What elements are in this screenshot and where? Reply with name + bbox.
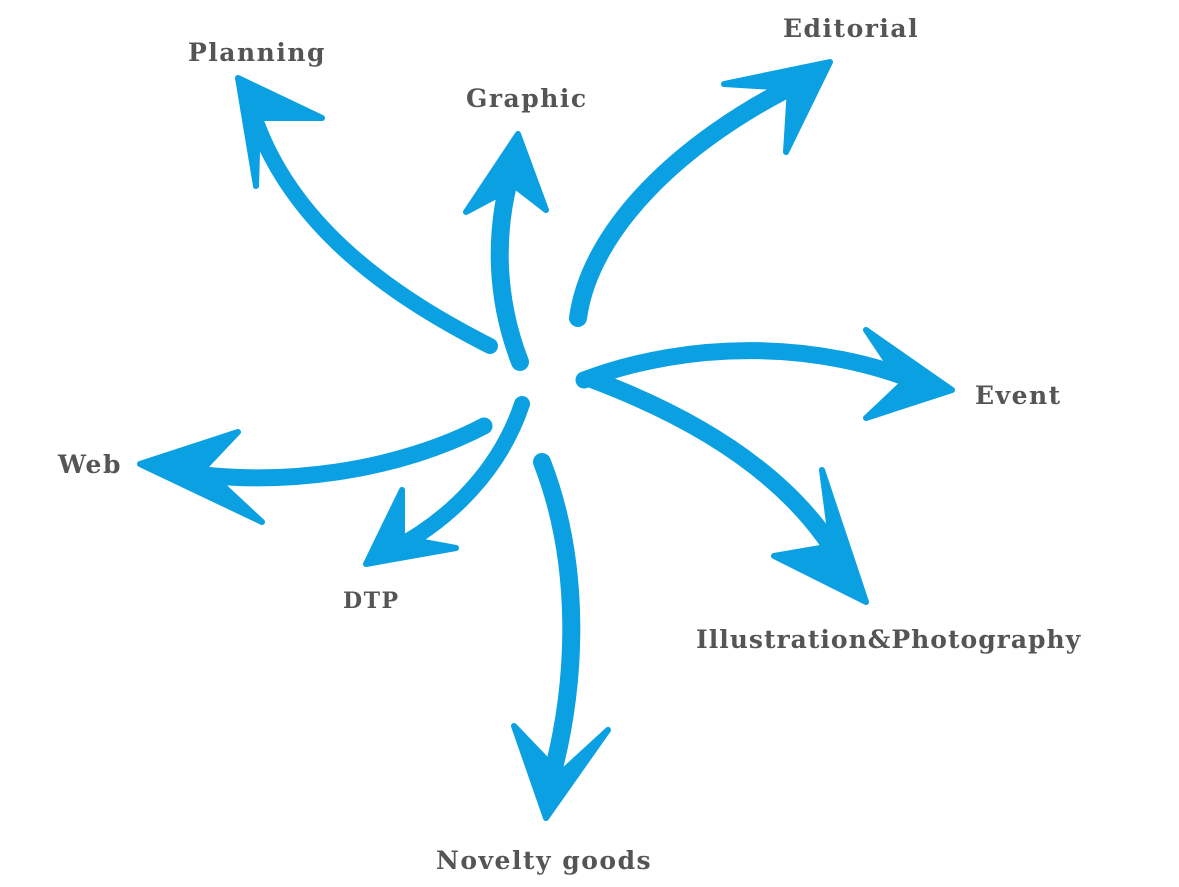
graphic-arrow-head [463,131,549,215]
label-event: Event [975,381,1062,410]
novelty-goods-arrow-shaft [533,453,581,799]
novelty-goods-arrow-head [511,723,611,821]
event-arrow [575,327,955,421]
label-novelty-goods: Novelty goods [436,846,653,875]
illustration-photography-arrow-head [771,467,869,605]
planning-arrow-shaft [244,102,498,354]
web-arrow-head [137,429,265,525]
label-editorial: Editorial [783,14,920,43]
novelty-goods-arrow [511,453,611,821]
editorial-arrow-shaft [569,71,814,327]
dtp-arrow-head [363,487,459,567]
planning-arrow [235,75,498,354]
label-graphic: Graphic [466,84,588,113]
label-illustration-photography: Illustration&Photography [696,625,1082,654]
illustration-photography-arrow [585,371,869,605]
dtp-arrow-shaft [384,396,530,558]
label-planning: Planning [188,38,327,67]
web-arrow [137,417,493,525]
label-web: Web [58,450,122,479]
label-dtp: DTP [343,588,400,614]
planning-arrow-head [235,75,325,189]
event-arrow-shaft [575,342,934,394]
graphic-arrow [463,131,549,371]
dtp-arrow [363,396,530,567]
event-arrow-head [863,327,955,421]
editorial-arrow-head [721,59,833,155]
editorial-arrow [569,59,833,327]
illustration-photography-arrow-shaft [585,371,857,584]
arrows-group [137,59,955,821]
